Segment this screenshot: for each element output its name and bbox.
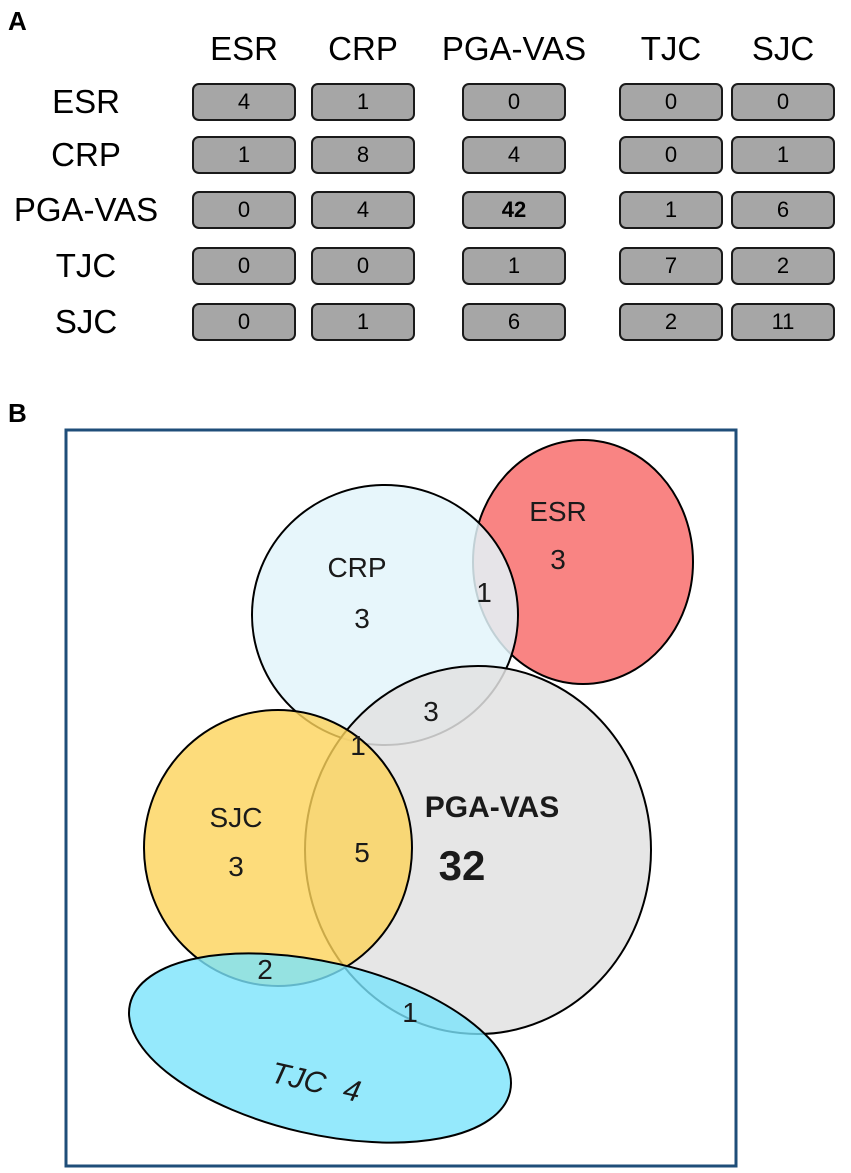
matrix-cell: 11 <box>731 303 835 341</box>
esr-only-count: 3 <box>550 544 566 575</box>
column-header: CRP <box>328 30 398 67</box>
matrix-cell: 0 <box>192 191 296 229</box>
matrix-cell: 1 <box>311 303 415 341</box>
matrix-cell: 4 <box>311 191 415 229</box>
sjc-tjc-count: 2 <box>257 954 273 985</box>
crp-set-label: CRP <box>327 552 386 583</box>
tjc-ellipse <box>128 952 512 1144</box>
tjc-only-count: 4 <box>340 1073 364 1109</box>
sjc-circle <box>143 709 413 987</box>
matrix-cell: 0 <box>462 83 566 121</box>
matrix-cell: 4 <box>192 83 296 121</box>
column-header: PGA-VAS <box>441 30 587 67</box>
pga-sjc-count: 5 <box>354 837 370 868</box>
row-header: ESR <box>52 83 120 120</box>
panel-a-label: A <box>8 6 27 36</box>
row-header: SJC <box>54 303 118 340</box>
crp-pga-count: 3 <box>423 696 439 727</box>
row-header: CRP <box>51 136 121 173</box>
crp-pga-sjc-count: 1 <box>350 730 366 761</box>
matrix-cell: 0 <box>619 136 723 174</box>
matrix-cell: 0 <box>731 83 835 121</box>
matrix-cell: 1 <box>192 136 296 174</box>
matrix-cell: 7 <box>619 247 723 285</box>
row-header: PGA-VAS <box>13 191 159 228</box>
matrix-cell: 1 <box>731 136 835 174</box>
pga-tjc-count: 1 <box>402 997 418 1028</box>
column-header: SJC <box>751 30 815 67</box>
column-header: ESR <box>210 30 278 67</box>
matrix-cell: 6 <box>731 191 835 229</box>
matrix-cell: 1 <box>311 83 415 121</box>
matrix-cell: 2 <box>619 303 723 341</box>
matrix-cell: 4 <box>462 136 566 174</box>
row-header: TJC <box>55 247 117 284</box>
crp-esr-count: 1 <box>476 577 492 608</box>
matrix-cell: 2 <box>731 247 835 285</box>
matrix-cell: 1 <box>462 247 566 285</box>
pga-vas-set-label: PGA-VAS <box>425 791 559 824</box>
matrix-cell: 1 <box>619 191 723 229</box>
matrix-cell: 0 <box>192 303 296 341</box>
sjc-set-label: SJC <box>210 802 263 833</box>
matrix-cell: 6 <box>462 303 566 341</box>
column-header: TJC <box>640 30 702 67</box>
esr-set-label: ESR <box>529 496 587 527</box>
matrix-cell: 0 <box>311 247 415 285</box>
matrix-cell: 0 <box>619 83 723 121</box>
matrix-cell: 8 <box>311 136 415 174</box>
panel-b-label: B <box>8 398 27 428</box>
matrix-cell: 42 <box>462 191 566 229</box>
sjc-only-count: 3 <box>228 851 244 882</box>
crp-only-count: 3 <box>354 603 370 634</box>
matrix-cell: 0 <box>192 247 296 285</box>
pga-vas-only-count: 32 <box>439 842 486 889</box>
